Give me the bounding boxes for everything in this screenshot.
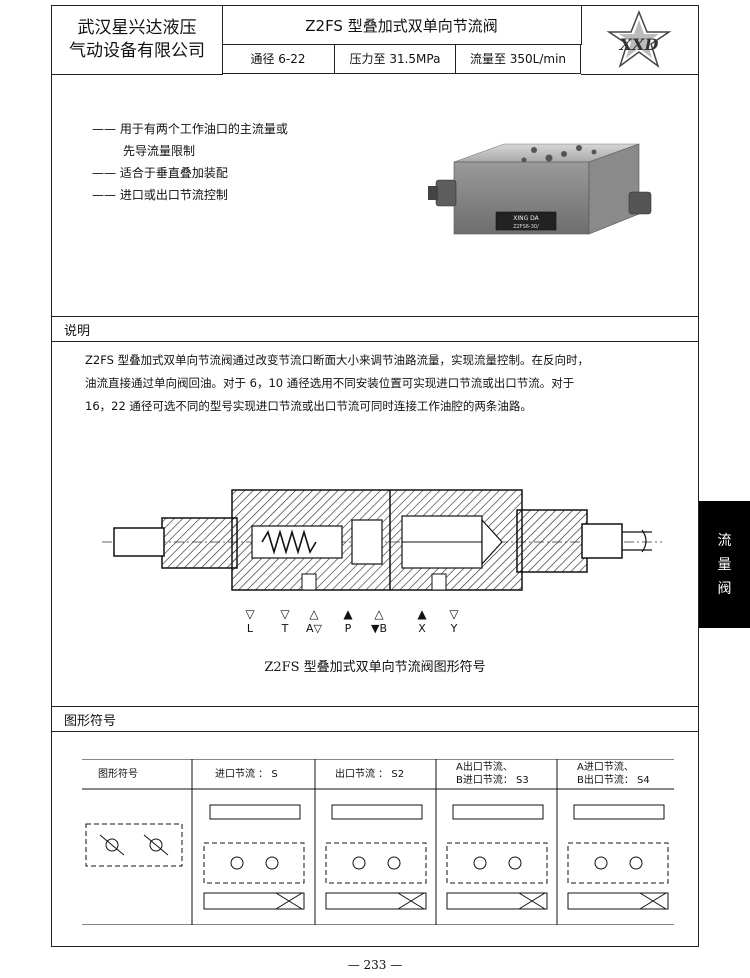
category-char: 流: [717, 532, 732, 549]
svg-text:XXD: XXD: [619, 35, 659, 54]
port-x: ▲X: [417, 607, 427, 635]
symbol-header: A出口节流、 B进口节流： S3: [456, 762, 529, 786]
description-line: 16，22 通径可选不同的型号实现进口节流或出口节流可同时连接工作油腔的两条油路…: [85, 399, 532, 413]
symbol-s: [203, 804, 305, 910]
document-title: Z2FS 型叠加式双单向节流阀: [222, 6, 582, 45]
feature-item: —— 进口或出口节流控制: [92, 188, 228, 202]
symbol-header: 出口节流 ： S2: [335, 768, 405, 780]
symbol-s3: [446, 804, 548, 910]
feature-list: —— 用于有两个工作油口的主流量或 先导流量限制 —— 适合于垂直叠加装配 ——…: [92, 118, 288, 206]
spec-pressure: 压力至 31.5MPa: [335, 44, 456, 74]
brand-plate: XING DA: [513, 215, 539, 222]
description-line: 油流直接通过单向阀回油。对于 6，10 通径选用不同安装位置可实现进口节流或出口…: [85, 376, 575, 390]
spec-size: 通径 6-22: [222, 44, 335, 74]
port-a: △A▽: [306, 607, 322, 635]
section-header-symbols: 图形符号: [52, 706, 698, 732]
category-char: 量: [717, 556, 732, 573]
symbol-s2: [325, 804, 427, 910]
company-logo: XXD: [581, 6, 698, 75]
model-plate: Z2FS6-30/: [513, 224, 539, 230]
feature-item: —— 用于有两个工作油口的主流量或: [92, 122, 288, 136]
company-line-1: 武汉星兴达液压: [77, 18, 197, 38]
diagram-caption: Z2FS 型叠加式双单向节流阀图形符号: [264, 660, 486, 675]
description-line: Z2FS 型叠加式双单向节流阀通过改变节流口断面大小来调节油路流量，实现流量控制…: [85, 353, 590, 367]
page-frame: 武汉星兴达液压 气动设备有限公司 Z2FS 型叠加式双单向节流阀 通径 6-22…: [51, 5, 699, 947]
symbol-s4: [567, 804, 669, 910]
symbol-header: 图形符号: [98, 768, 138, 780]
section-header-description: 说明: [52, 316, 698, 342]
symbol-header: A进口节流、 B出口节流： S4: [577, 762, 650, 786]
port-l: ▽L: [245, 607, 255, 635]
spec-flow: 流量至 350L/min: [456, 44, 581, 74]
company-name: 武汉星兴达液压 气动设备有限公司: [52, 6, 223, 75]
category-tab: 流 量 阀: [699, 501, 750, 628]
product-photo: XING DA Z2FS6-30/: [428, 143, 652, 235]
page-number: — 233 —: [347, 958, 403, 972]
symbol-table: 图形符号 进口节流 ： S 出口节流 ： S2 A出口节流、 B进口节流： S3…: [82, 759, 674, 925]
description-text: Z2FS 型叠加式双单向节流阀通过改变节流口断面大小来调节油路流量，实现流量控制…: [85, 349, 685, 418]
symbol-header: 进口节流 ： S: [215, 768, 278, 780]
port-t: ▽T: [280, 607, 290, 635]
feature-item: —— 适合于垂直叠加装配: [92, 166, 228, 180]
feature-item: 先导流量限制: [123, 144, 196, 158]
category-char: 阀: [717, 580, 732, 597]
port-legend: ▽L ▽T △A▽ ▲P △▼B ▲X ▽Y: [52, 606, 698, 646]
symbol-table-grid: [82, 759, 674, 925]
port-b: △▼B: [370, 607, 387, 635]
valve-section-drawing: [102, 489, 662, 591]
port-y: ▽Y: [449, 607, 459, 635]
port-p: ▲P: [343, 607, 353, 635]
company-line-2: 气动设备有限公司: [69, 41, 205, 61]
